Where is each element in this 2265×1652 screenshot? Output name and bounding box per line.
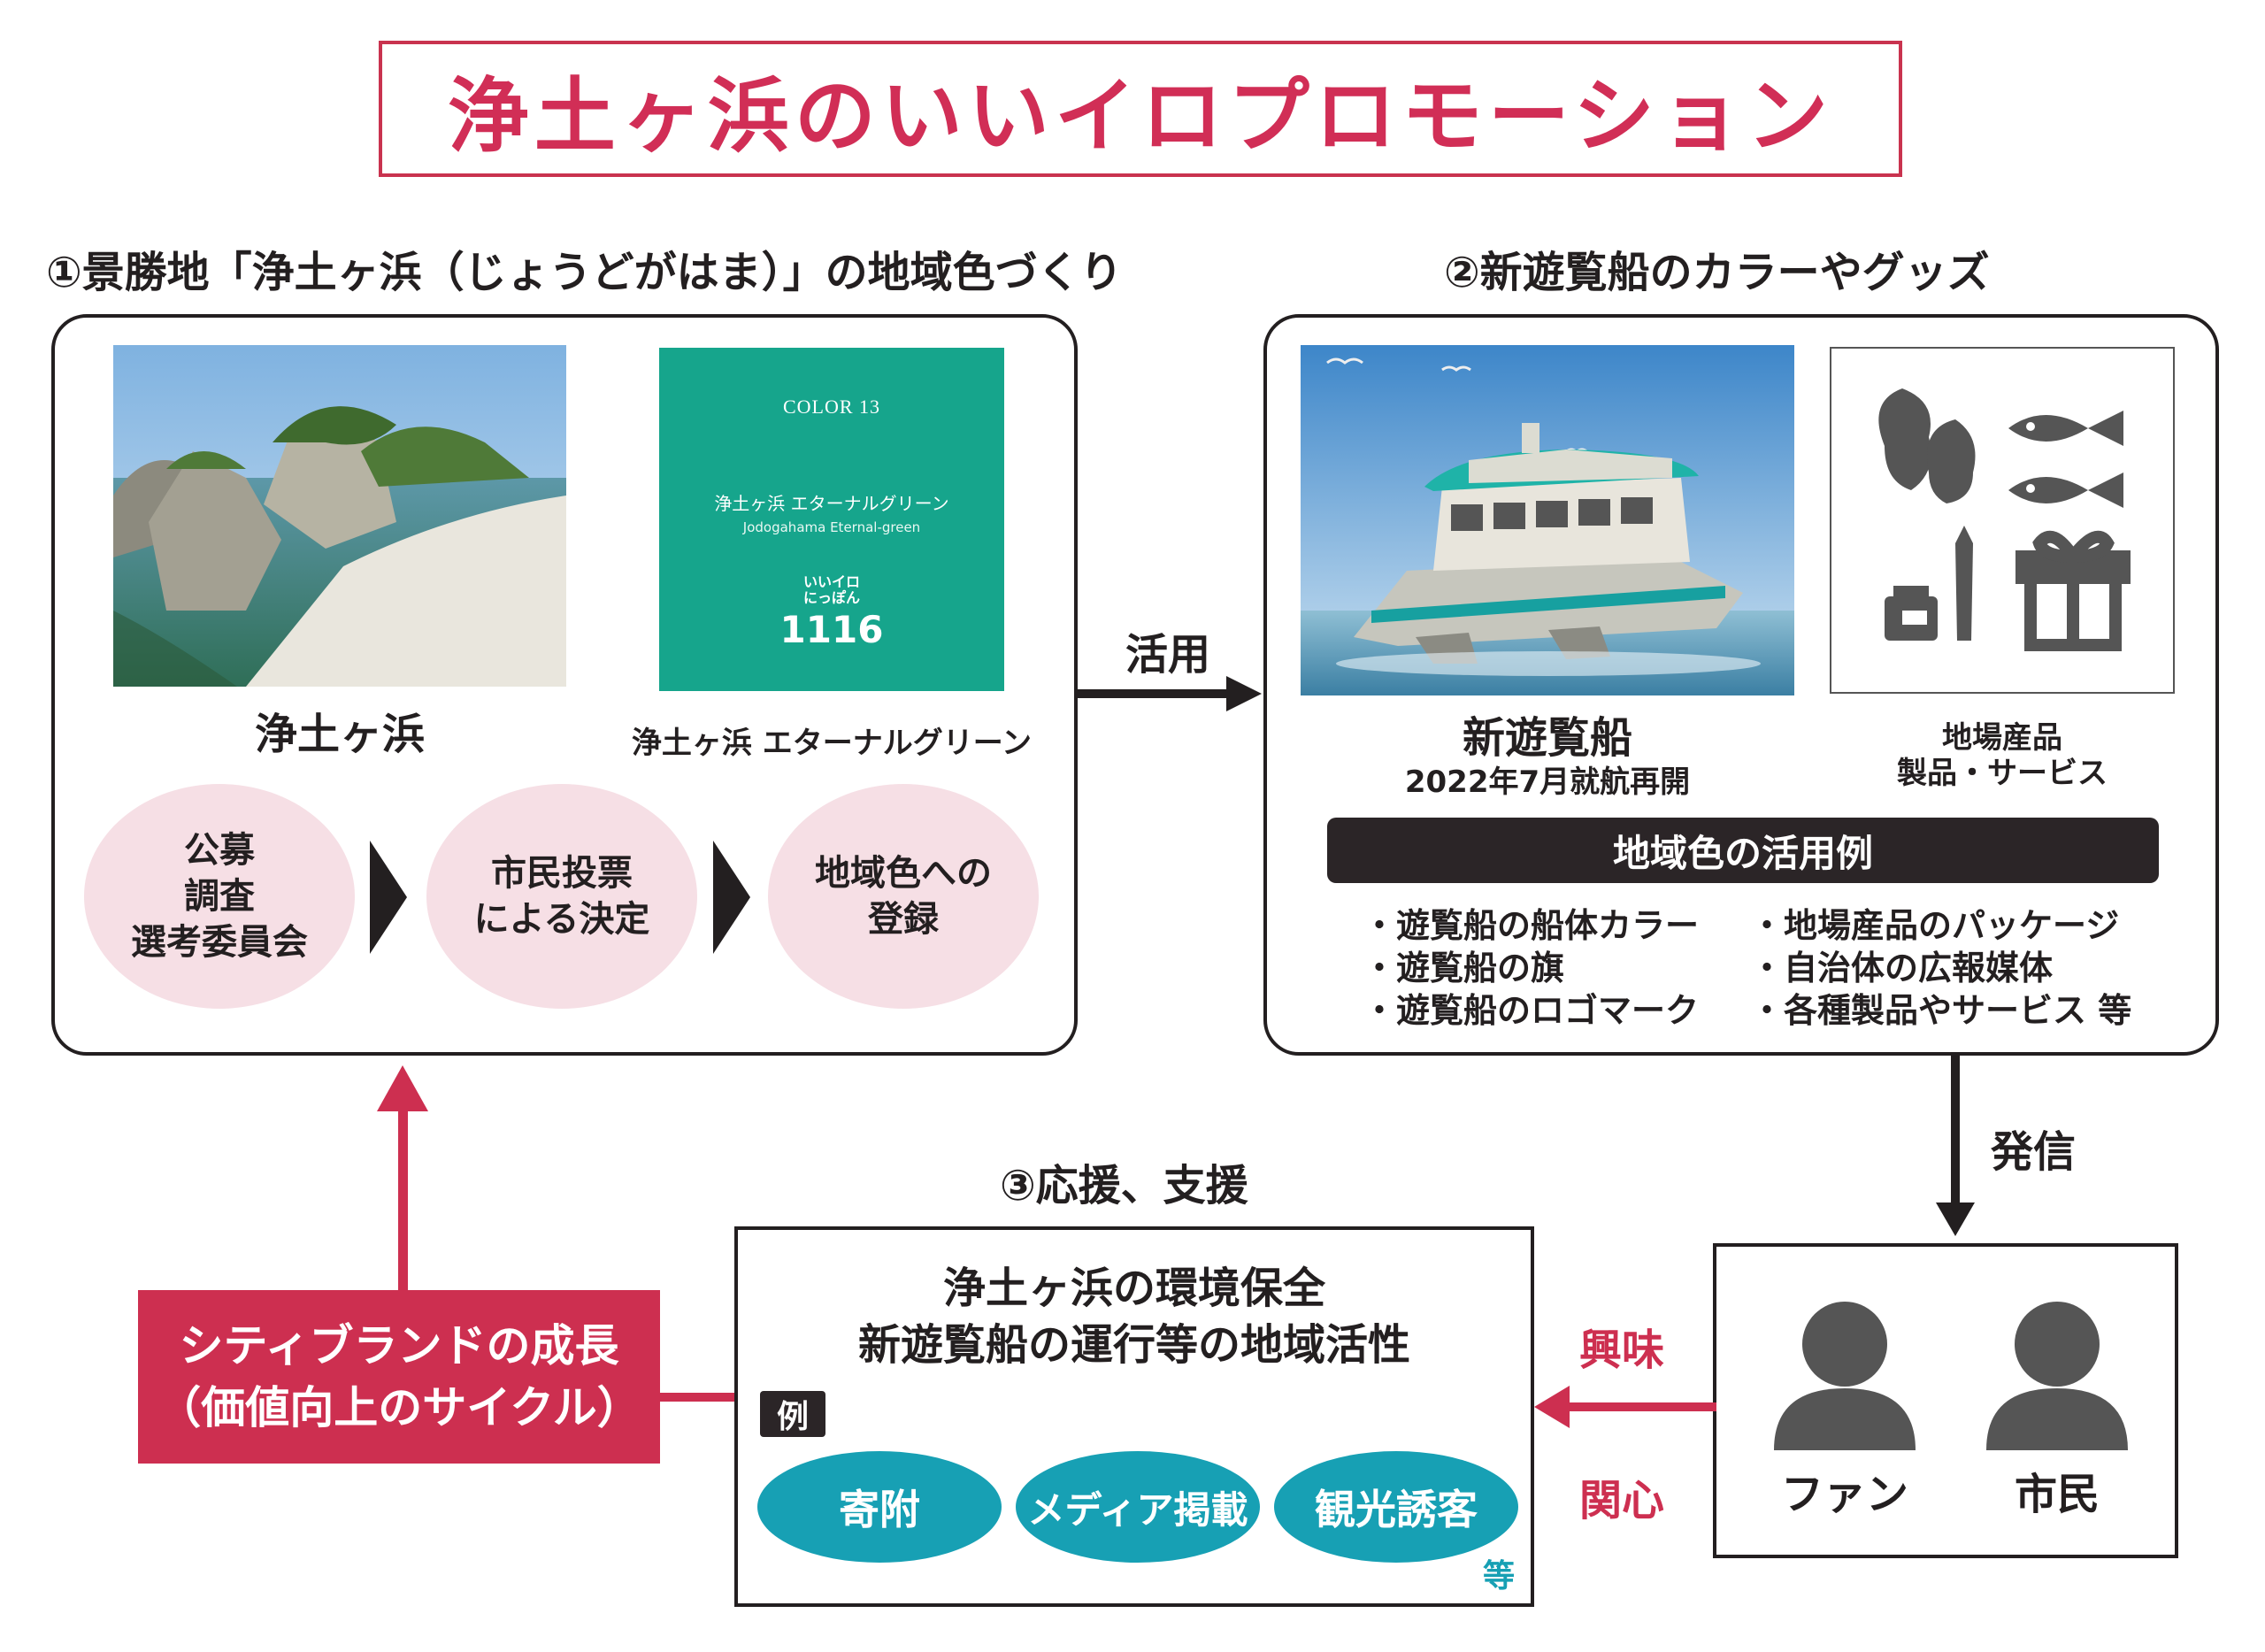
step-2-line2: による決定 (473, 899, 650, 940)
ink-and-pen-icon (1885, 526, 1973, 641)
example-tag: 例 (760, 1391, 825, 1437)
example-package: ・地場産品のパッケージ (1750, 906, 2120, 945)
interest-label: 興味 (1579, 1325, 1665, 1375)
city-brand-line1: シティブランドの成長 (179, 1320, 619, 1372)
step-recruitment: 公募 調査 選考委員会 (84, 784, 355, 1009)
step-arrow-2 (713, 841, 750, 954)
color-card-name-jp: 浄土ヶ浜 エターナルグリーン (714, 493, 949, 514)
ship-caption: 新遊覧船 (1462, 713, 1632, 763)
step-arrow-1 (370, 841, 407, 954)
concern-label: 関心 (1579, 1476, 1665, 1525)
citizen-label: 市民 (2014, 1470, 2100, 1519)
products-caption-line2: 製品・サービス (1897, 756, 2108, 791)
section3-box: 浄土ヶ浜の環境保全 新遊覧船の運行等の地域活性 例 寄附 メディア掲載 観光誘客… (734, 1226, 1534, 1607)
donation-oval: 寄附 (757, 1451, 1002, 1563)
logo-number: 1116 (779, 608, 884, 651)
utilize-label: 活用 (1125, 630, 1211, 680)
send-arrow (1936, 1056, 1975, 1236)
logo-line2: にっぽん (802, 589, 860, 606)
color-card-name-en: Jodogahama Eternal-green (742, 519, 921, 535)
brand-connector-line (658, 1393, 734, 1402)
products-caption-line1: 地場産品 (1942, 720, 2062, 756)
color-card-label: COLOR 13 (782, 396, 881, 418)
example-services: ・各種製品やサービス 等 (1750, 991, 2132, 1030)
step-citizen-vote: 市民投票 による決定 (426, 784, 697, 1009)
section3-line2: 新遊覧船の運行等の地域活性 (857, 1320, 1410, 1370)
section2-heading: ②新遊覧船のカラーやグッズ (1444, 248, 1990, 297)
section1-heading: ①景勝地「浄土ヶ浜（じょうどがはま）」の地域色づくり (46, 248, 1123, 297)
ship-image (1301, 345, 1794, 695)
section3-line1: 浄土ヶ浜の環境保全 (942, 1264, 1325, 1313)
step-1-line2: 調査 (184, 876, 255, 917)
examples-left: ・遊覧船の船体カラー ・遊覧船の旗 ・遊覧船のロゴマーク (1363, 904, 1699, 1032)
example-flag: ・遊覧船の旗 (1363, 949, 1565, 987)
send-label: 発信 (1991, 1127, 2077, 1177)
growth-arrow (377, 1065, 428, 1290)
examples-title: 地域色の活用例 (1327, 818, 2159, 883)
title-box: 浄土ヶ浜のいいイロプロモーション (379, 41, 1902, 177)
fan-label: ファン (1780, 1470, 1908, 1519)
interest-arrow (1534, 1386, 1716, 1428)
seaweed-icon (1878, 388, 1976, 503)
utilize-arrow (1078, 676, 1262, 711)
city-brand-box: シティブランドの成長 （価値向上のサイクル） (138, 1290, 660, 1464)
color-card: COLOR 13 浄土ヶ浜 エターナルグリーン Jodogahama Etern… (659, 348, 1004, 691)
example-logo: ・遊覧船のロゴマーク (1363, 991, 1700, 1030)
tourism-oval: 観光誘客 (1274, 1451, 1518, 1563)
examples-right: ・地場産品のパッケージ ・自治体の広報媒体 ・各種製品やサービス 等 (1750, 904, 2131, 1032)
citizen-icon (1986, 1302, 2128, 1450)
step-1-line1: 公募 (184, 830, 255, 871)
media-coverage-oval: メディア掲載 (1016, 1451, 1260, 1563)
ship-subcaption: 2022年7月就航再開 (1404, 765, 1691, 800)
etc-label: 等 (1483, 1558, 1516, 1594)
step-registration: 地域色への 登録 (768, 784, 1039, 1009)
fan-icon (1774, 1302, 1916, 1450)
products-box (1830, 347, 2175, 694)
logo-line1: いいイロ (802, 573, 860, 590)
step-3-line2: 登録 (868, 899, 939, 940)
example-pr-media: ・自治体の広報媒体 (1750, 949, 2054, 987)
audience-box: ファン 市民 (1713, 1243, 2178, 1558)
jodogahama-photo (113, 345, 566, 687)
page-title: 浄土ヶ浜のいいイロプロモーション (447, 68, 1834, 164)
section3-heading: ③応援、支援 (1000, 1161, 1248, 1210)
step-3-line1: 地域色への (815, 853, 992, 894)
example-hull-color: ・遊覧船の船体カラー (1363, 906, 1700, 945)
card-caption: 浄土ヶ浜 エターナルグリーン (631, 726, 1033, 761)
step-2-line1: 市民投票 (491, 853, 633, 894)
fish-icon (2008, 411, 2123, 508)
city-brand-line2: （価値向上のサイクル） (157, 1382, 641, 1433)
gift-icon (2015, 530, 2131, 651)
step-1-line3: 選考委員会 (131, 922, 308, 963)
photo-caption: 浄土ヶ浜 (254, 710, 425, 759)
